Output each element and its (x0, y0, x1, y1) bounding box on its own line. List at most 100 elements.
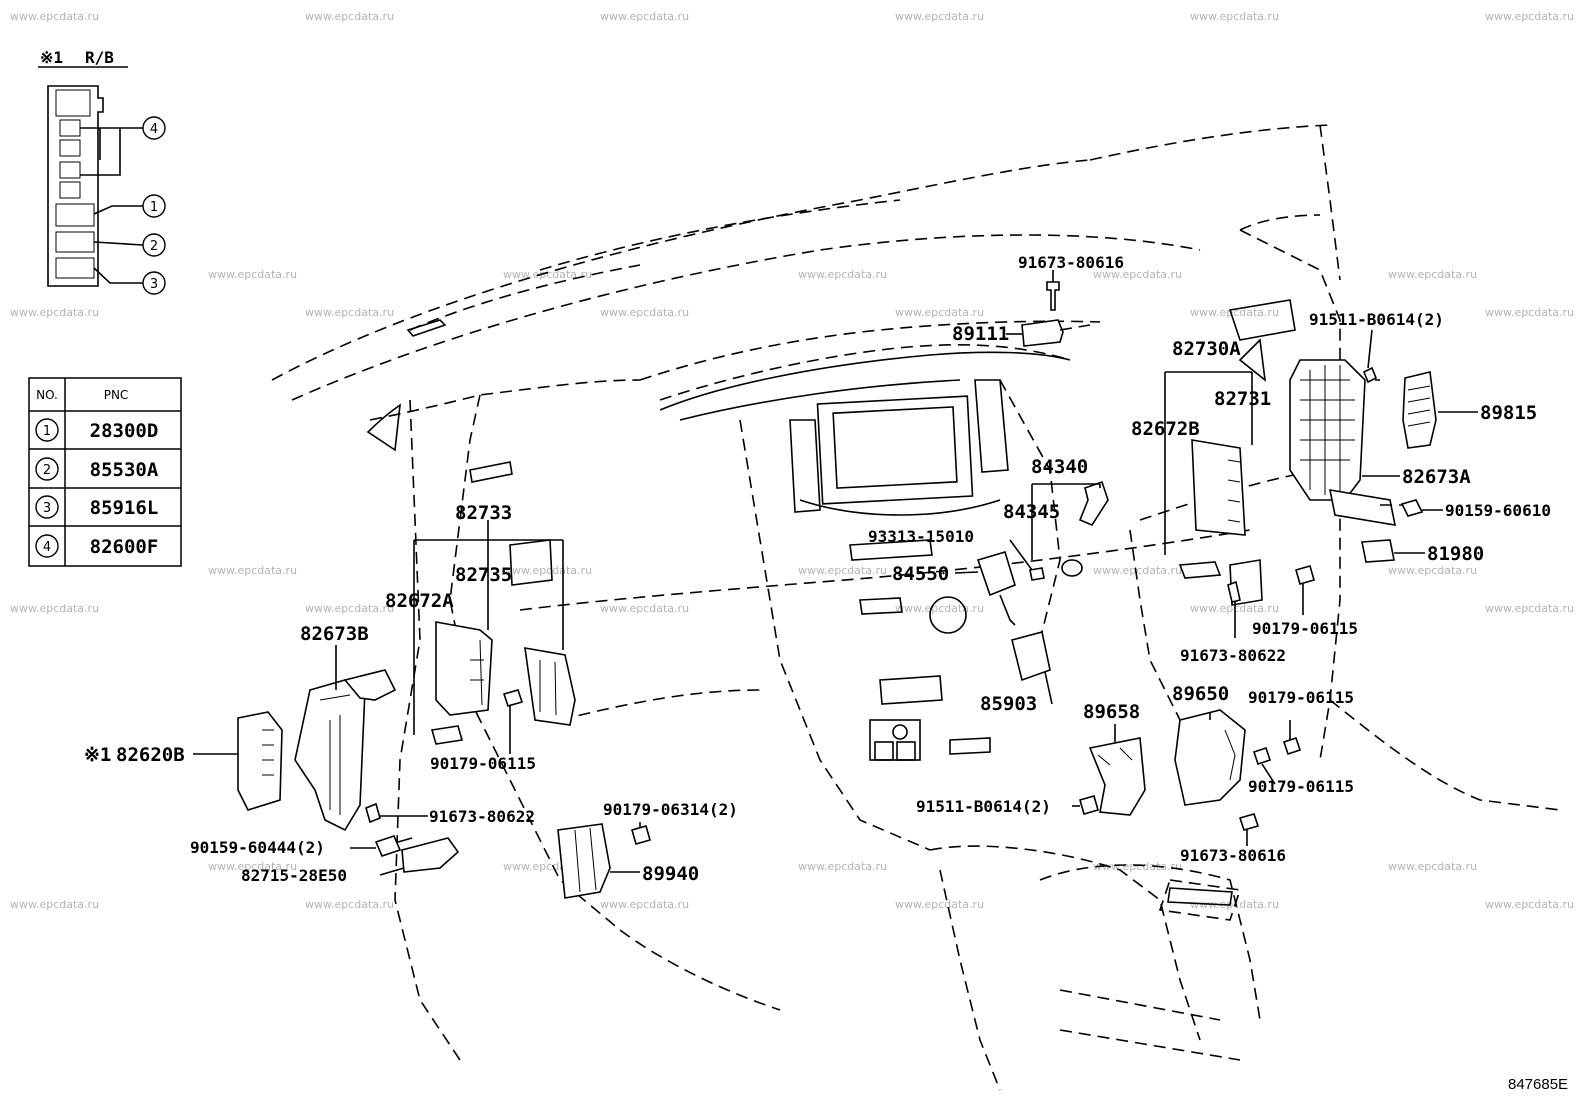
label-89650: 89650 (1172, 683, 1229, 705)
watermark-text: www.epcdata.ru (1485, 10, 1574, 23)
label-82731: 82731 (1214, 388, 1271, 410)
meter-hood (659, 351, 1071, 411)
defroster-slot (406, 319, 447, 337)
parts (237, 281, 1437, 899)
label-85903: 85903 (980, 693, 1037, 715)
nut-90179-06115-right1 (1295, 565, 1315, 585)
table-row-no: 4 (43, 540, 51, 555)
watermark-text: www.epcdata.ru (798, 860, 887, 873)
watermark-text: www.epcdata.ru (1485, 898, 1574, 911)
dash-right-pillar (1239, 229, 1341, 761)
watermark-text: www.epcdata.ru (895, 10, 984, 23)
part-82735-ribs (539, 660, 557, 716)
label-82715-28e50: 82715-28E50 (241, 866, 347, 885)
switch-panel (869, 719, 921, 761)
label-82730a: 82730A (1172, 338, 1241, 360)
part-89650-detail (1224, 729, 1236, 781)
part-82715-28e50 (401, 837, 460, 873)
callout-1-circle (142, 194, 166, 218)
label-91673-80616-top: 91673-80616 (1018, 253, 1124, 272)
callout-2-leader (93, 241, 144, 246)
part-84550 (976, 551, 1016, 597)
display-lower-edge (799, 499, 1001, 516)
table-row-pnc: 85916L (90, 497, 159, 519)
watermark-text: www.epcdata.ru (10, 602, 99, 615)
nut-90179-06115-right2 (1282, 736, 1302, 756)
label-82673a: 82673A (1402, 466, 1471, 488)
bolt-91673-80622-left (365, 802, 381, 824)
inset-title: R/B (85, 48, 114, 67)
dash-console-top (929, 845, 1201, 1041)
dash-console-right (1039, 864, 1261, 1021)
watermark-text: www.epcdata.ru (208, 860, 297, 873)
callout-1-leader (93, 205, 143, 215)
part-89658-marks (1097, 747, 1133, 766)
watermark-text: www.epcdata.ru (1388, 860, 1477, 873)
relay-slot-4d (59, 181, 81, 199)
dash-floor-left (619, 929, 781, 1011)
hazard-button-strip (849, 539, 933, 561)
label-90179-06314: 90179-06314(2) (603, 800, 738, 819)
dash-mid-edge (369, 379, 641, 421)
part-89815 (1402, 371, 1437, 449)
label-90179-06115-right2: 90179-06115 (1248, 688, 1354, 707)
part-89940-ribs (574, 827, 597, 893)
switch-1 (874, 741, 894, 761)
label-84550: 84550 (892, 563, 949, 585)
dash-right-lower-edge (1139, 469, 1321, 521)
relay-slot-4b (59, 139, 81, 157)
display-bezel (816, 395, 974, 505)
bolt-91511-b0614-top (1362, 366, 1378, 384)
part-82731 (1191, 439, 1246, 536)
watermark-text: www.epcdata.ru (10, 306, 99, 319)
dash-right-floor (1329, 699, 1561, 811)
label-90179-06115-left: 90179-06115 (430, 754, 536, 773)
watermark-text: www.epcdata.ru (1485, 602, 1574, 615)
dash-lower-edge (519, 529, 1251, 611)
part-82673b-arm (343, 669, 397, 701)
watermark-text: www.epcdata.ru (503, 564, 592, 577)
label-82620b: 82620B (116, 744, 185, 766)
watermark-text: www.epcdata.ru (1388, 268, 1477, 281)
watermark-text: www.epcdata.ru (600, 898, 689, 911)
label-82673b: 82673B (300, 623, 369, 645)
watermark-text: www.epcdata.ru (1485, 306, 1574, 319)
part-82673a-grid (1300, 365, 1355, 495)
label-89815: 89815 (1480, 402, 1537, 424)
table-row-no: 1 (43, 424, 51, 439)
part-89111 (1021, 319, 1064, 347)
dashboard-outline (271, 124, 1561, 1091)
part-89815-ribs (1407, 385, 1431, 427)
pnc-table: NO. PNC 1 28300D 2 85530A 3 85916L 4 826… (28, 377, 182, 567)
leader-93313 (1009, 539, 1033, 571)
leader-84340 (1031, 483, 1101, 560)
nut-90179-06314 (631, 825, 651, 845)
watermark-text: www.epcdata.ru (600, 306, 689, 319)
part-82673a-foot (1328, 489, 1397, 526)
dash-center-stack-right (999, 379, 1061, 641)
dash-top-edge-2 (291, 234, 1201, 401)
bolt-91673-80622-right (1227, 580, 1241, 603)
watermark-text: www.epcdata.ru (798, 564, 887, 577)
label-91673-80616-bottom: 91673-80616 (1180, 846, 1286, 865)
watermark-text: www.epcdata.ru (305, 10, 394, 23)
part-89650 (1174, 709, 1246, 806)
dash-right-kneepanel (1129, 529, 1181, 721)
part-82735 (524, 647, 576, 726)
figure-code: 847685E (1508, 1076, 1568, 1093)
table-row-no: 3 (43, 501, 51, 516)
dash-defrost-vent (409, 264, 641, 331)
dash-right-corner (1239, 214, 1321, 231)
inset-title-mark: ※1 (40, 48, 63, 67)
left-vent-corner (366, 403, 401, 452)
lower-slot (949, 737, 991, 755)
table-border (28, 377, 182, 567)
label-91511-b0614-top: 91511-B0614(2) (1309, 310, 1444, 329)
nut-90179-06115-left (502, 689, 524, 707)
dash-console-left (939, 869, 1001, 1091)
watermark-text: www.epcdata.ru (1388, 564, 1477, 577)
watermark-layer: www.epcdata.ru www.epcdata.ru www.epcdata.… (10, 10, 1574, 911)
watermark-text: www.epcdata.ru (895, 306, 984, 319)
leader-91511-top (1367, 329, 1373, 369)
part-84550-plug (999, 594, 1016, 626)
